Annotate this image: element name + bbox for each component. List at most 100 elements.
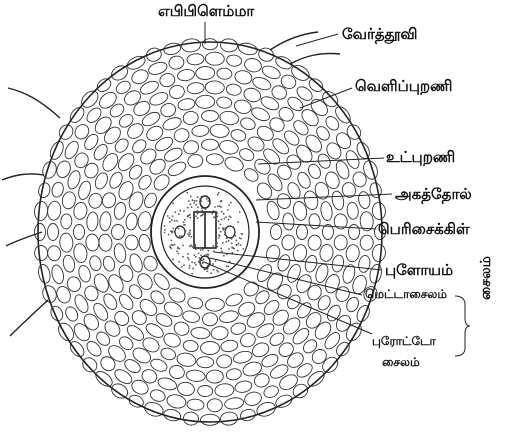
cortex-cell [96, 89, 119, 111]
stipple-dot [221, 211, 223, 213]
cortex-cell [245, 134, 266, 154]
stipple-dot [221, 219, 223, 221]
stipple-dot [228, 204, 230, 206]
stipple-dot [237, 221, 239, 223]
cortex-cell [295, 84, 315, 103]
stipple-dot [198, 253, 200, 255]
cortex-cell [323, 170, 341, 191]
stipple-dot [219, 224, 221, 226]
cortex-cell [102, 318, 123, 339]
cortex-cell [295, 170, 312, 190]
cortex-cell [187, 53, 205, 66]
stipple-dot [221, 200, 223, 202]
cortex-cell [210, 326, 228, 341]
cortex-cell [201, 414, 220, 425]
cortex-cell [265, 171, 285, 193]
stipple-dot [231, 238, 233, 240]
stipple-dot [201, 210, 203, 212]
cortex-cell [95, 76, 114, 94]
stipple-dot [174, 230, 176, 232]
cortex-cell [60, 214, 72, 230]
stipple-dot [206, 198, 208, 200]
cortex-cell [307, 235, 321, 251]
cortex-cell [135, 271, 155, 292]
stipple-dot [193, 254, 195, 256]
stipple-dot [194, 262, 196, 264]
cortex-cell [34, 245, 49, 261]
stipple-dot [221, 250, 223, 252]
cortex-cell [225, 368, 242, 382]
stipple-dot [194, 211, 196, 213]
cortex-cell [308, 213, 320, 229]
stipple-dot [229, 215, 231, 217]
cortex-cell [253, 288, 272, 306]
stipple-dot [182, 256, 184, 258]
cortex-cell [230, 321, 248, 336]
stipple-dot [213, 216, 215, 218]
cortex-cell [242, 166, 261, 184]
cortex-cell [182, 339, 199, 353]
cortex-cell [262, 298, 282, 318]
cortex-cell [195, 95, 215, 109]
cortex-cell [84, 339, 104, 359]
stipple-dot [189, 217, 191, 219]
stipple-dot [178, 261, 180, 263]
cortex-cell [349, 225, 360, 240]
stipple-dot [237, 250, 239, 252]
stipple-dot [228, 266, 230, 268]
cortex-cell [334, 235, 348, 251]
stipple-dot [201, 207, 203, 209]
cortex-cell [101, 191, 118, 209]
stipple-dot [226, 241, 228, 243]
cortex-cell [92, 114, 114, 137]
cortex-cell [346, 202, 359, 220]
stipple-dot [167, 215, 169, 217]
cortex-cell [72, 122, 91, 142]
cortex-cell [59, 233, 73, 253]
cortex-cell [202, 111, 219, 122]
stipple-dot [199, 259, 201, 261]
stipple-dot [169, 217, 171, 219]
cortex-cell [230, 128, 248, 143]
cortex-cell [92, 272, 111, 295]
stipple-dot [191, 261, 193, 263]
stipple-dot [239, 211, 241, 213]
cortex-cell [148, 288, 167, 306]
cortex-cell [307, 76, 326, 94]
stipple-dot [195, 256, 197, 258]
stipple-dot [213, 210, 215, 212]
cortex-cell [207, 399, 222, 412]
cortex-cell [50, 264, 65, 285]
cortex-cell [205, 298, 225, 312]
cortex-cell [236, 300, 257, 319]
cortex-cell [198, 385, 213, 396]
stipple-dot [195, 215, 197, 217]
cortex-cell [138, 234, 151, 252]
stipple-dot [223, 227, 225, 229]
cortex-cell [182, 139, 200, 155]
cortex-cell [285, 293, 303, 312]
cortex-cell [220, 38, 238, 53]
cortex-cell [129, 308, 149, 328]
stipple-dot [207, 254, 209, 256]
cortex-cell [166, 159, 188, 178]
stipple-dot [189, 214, 191, 216]
stipple-dot [195, 264, 197, 266]
stipple-dot [170, 248, 172, 250]
cortex-cell [371, 202, 386, 220]
stipple-dot [171, 244, 173, 246]
stipple-dot [177, 253, 179, 255]
cortex-cell [295, 300, 314, 320]
stipple-dot [218, 192, 220, 194]
stipple-dot [192, 268, 194, 270]
cortex-cell [130, 345, 153, 366]
cortex-cell [101, 292, 119, 312]
cortex-cell [214, 383, 234, 398]
cortex-cell [319, 243, 335, 262]
stipple-dot [174, 220, 176, 222]
stipple-dot [195, 204, 197, 206]
stipple-dot [178, 228, 180, 230]
cortex-cell [282, 212, 295, 230]
cortex-cell [74, 225, 85, 240]
cortex-cell [62, 139, 81, 161]
